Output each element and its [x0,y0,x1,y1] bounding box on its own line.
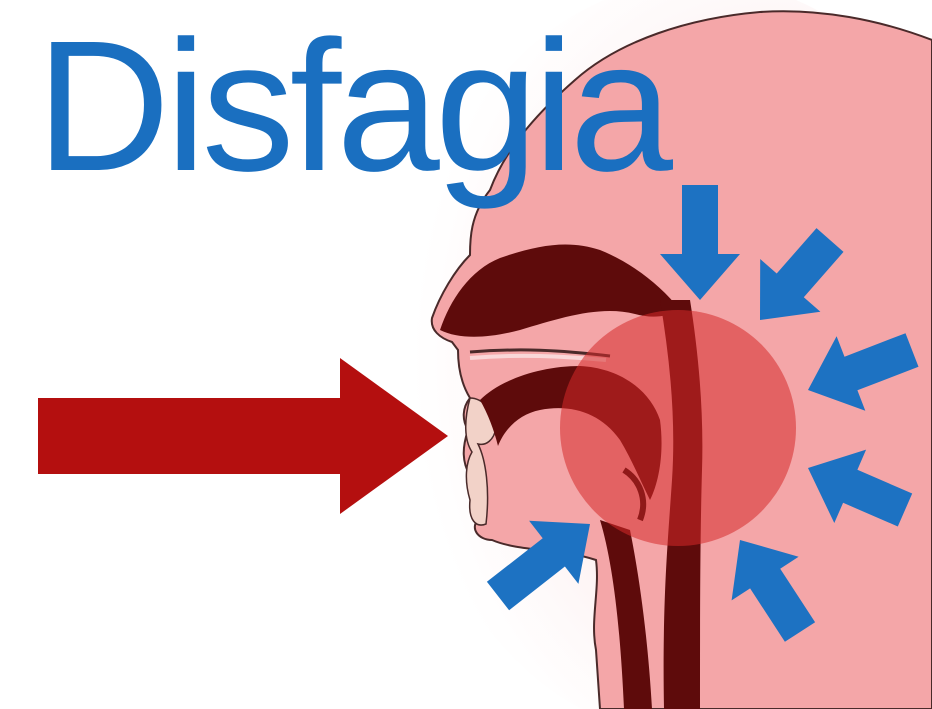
arrow-right-icon [38,358,448,514]
page-title: Disfagia [36,14,668,200]
pain-circle [560,310,796,546]
